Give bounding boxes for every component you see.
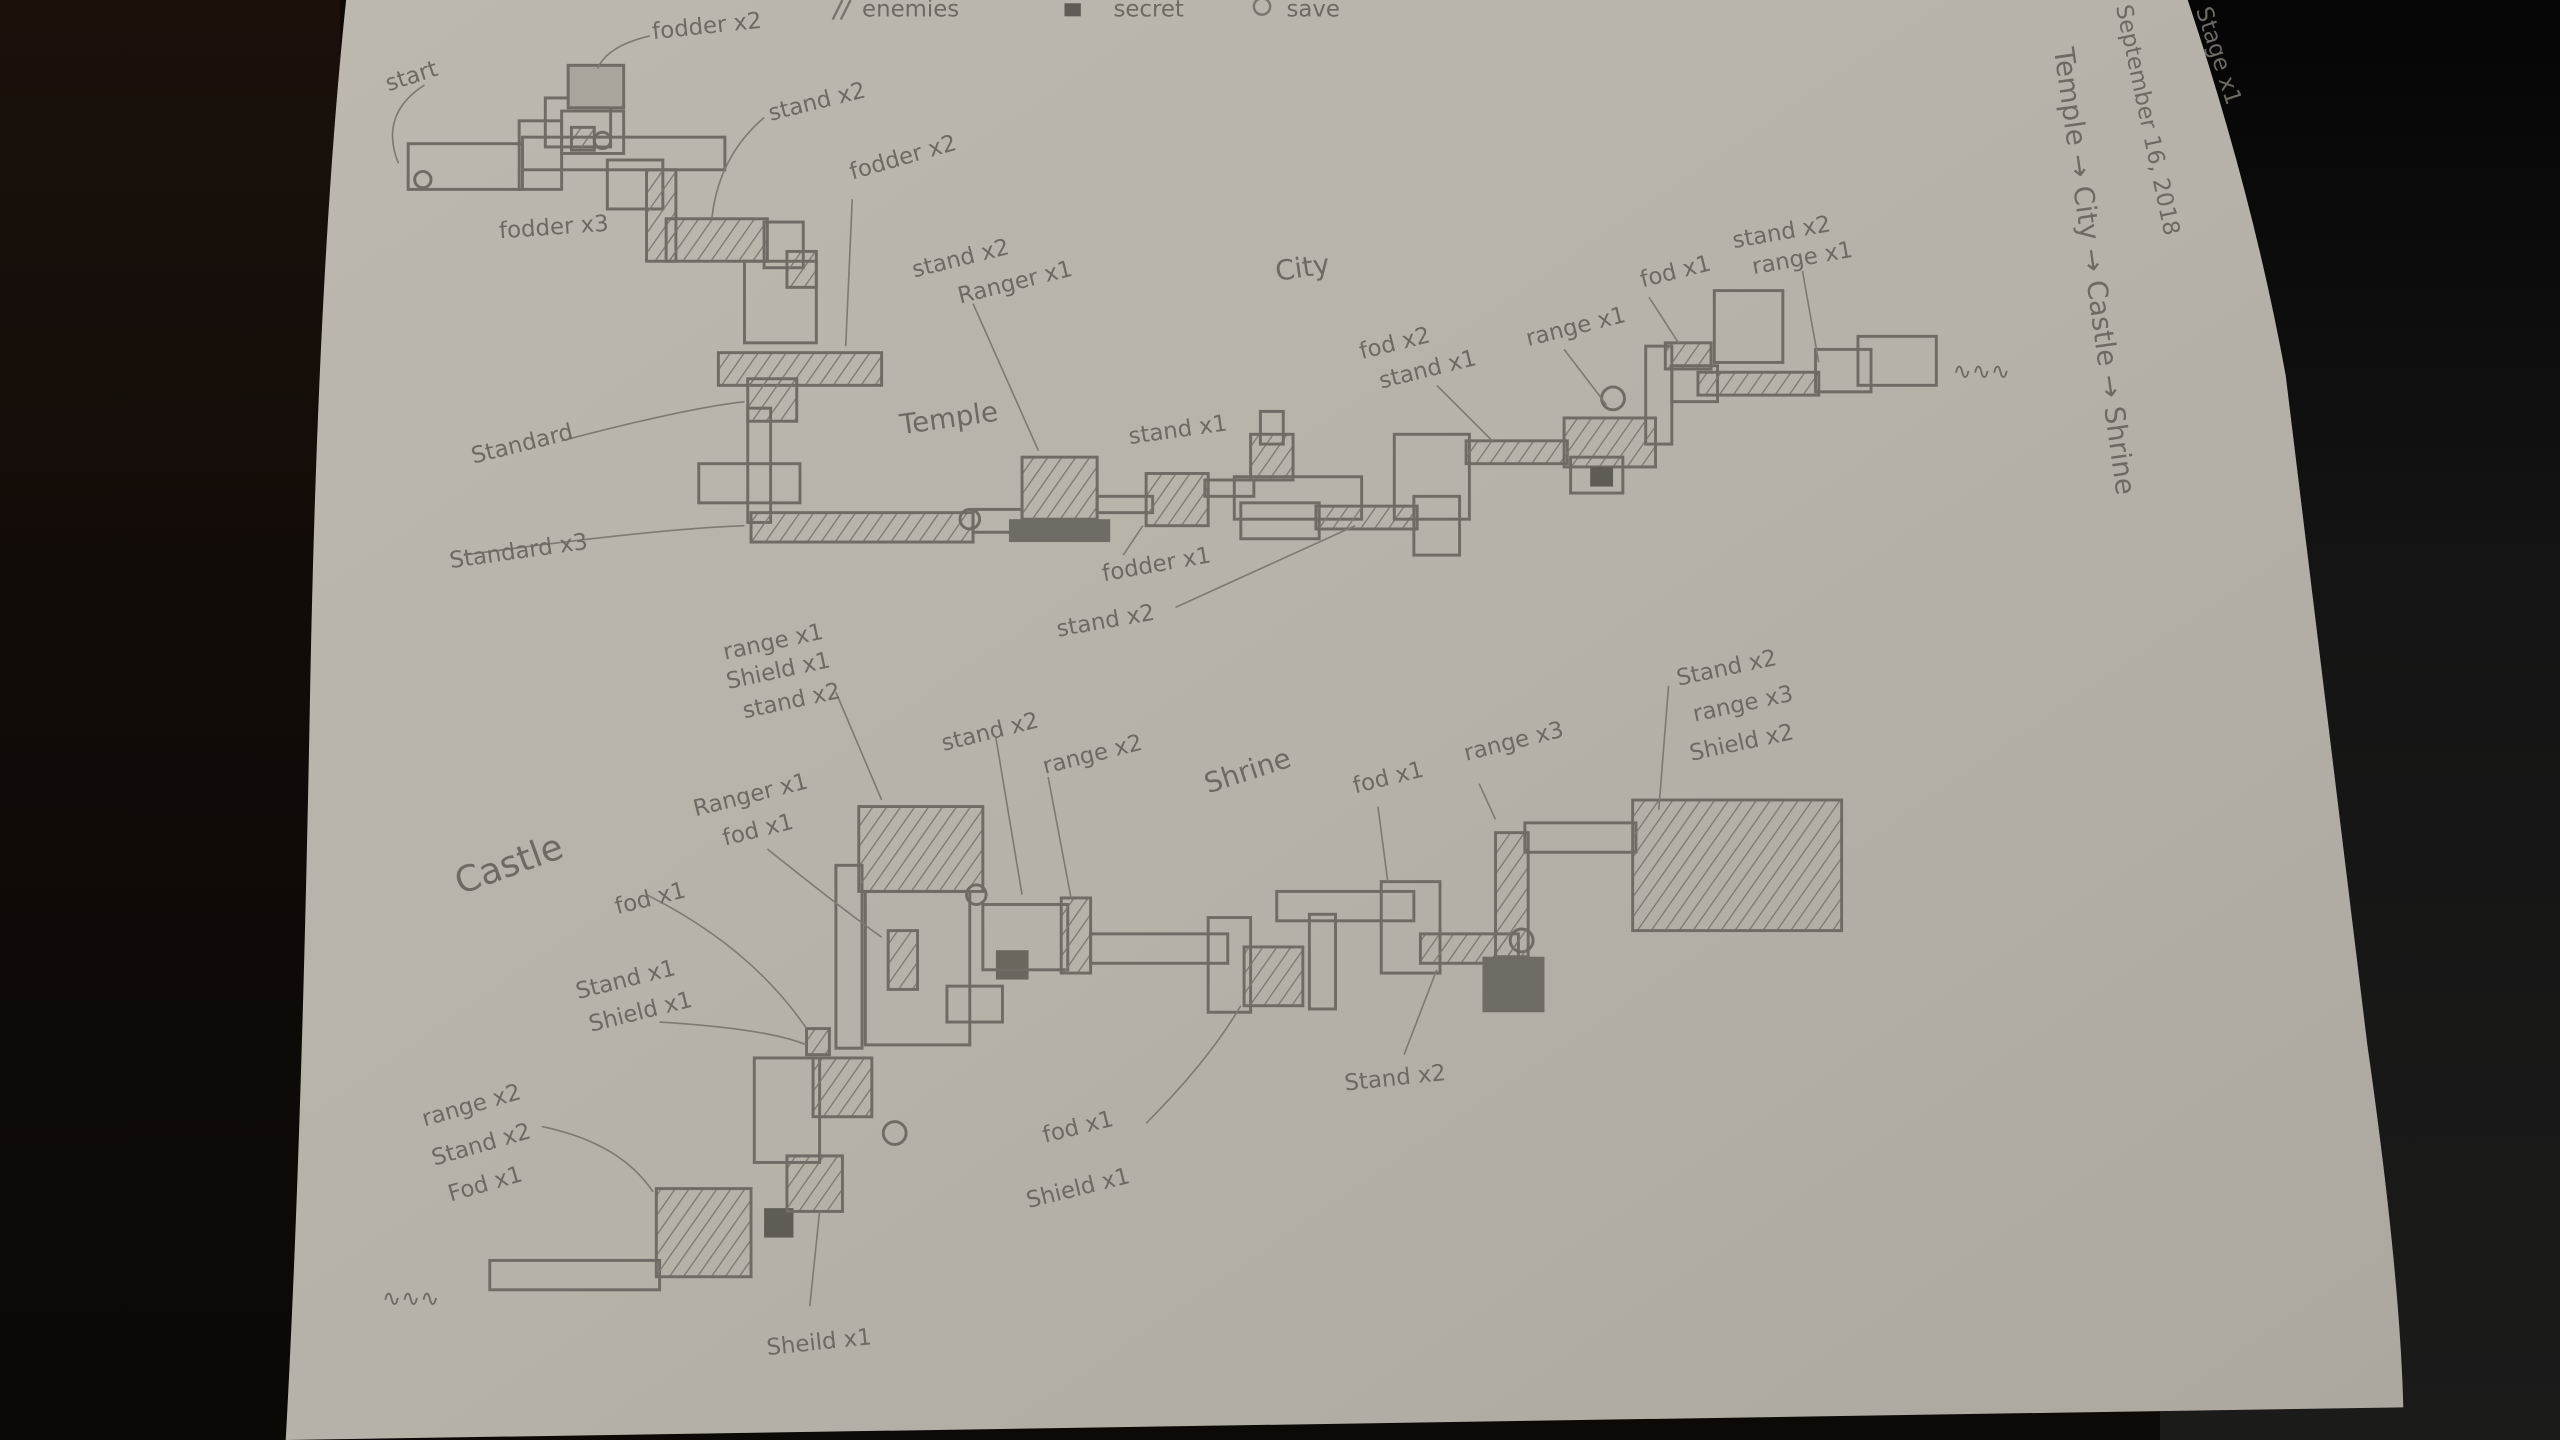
legend-enemies: enemies (831, 0, 959, 22)
legend-save: save (1252, 0, 1340, 22)
upper-map (406, 63, 1938, 557)
leader-lines (391, 35, 1820, 1307)
dark-background-left (0, 0, 340, 1440)
svg-text:secret: secret (1113, 0, 1183, 22)
title-city: City (1273, 247, 1331, 287)
svg-text:save: save (1287, 0, 1340, 22)
entry-marker: ∿∿∿ (382, 1286, 439, 1312)
exit-marker: ∿∿∿ (1953, 359, 2010, 385)
hatch-icon (831, 0, 844, 21)
circle-icon (1252, 0, 1272, 16)
lower-map (488, 798, 1844, 1292)
legend: enemies secret save (831, 0, 1340, 22)
legend-secret: secret (1064, 0, 1184, 22)
solid-fill-icon (1064, 3, 1081, 17)
save-point-icon (413, 169, 433, 190)
svg-text:enemies: enemies (862, 0, 959, 22)
